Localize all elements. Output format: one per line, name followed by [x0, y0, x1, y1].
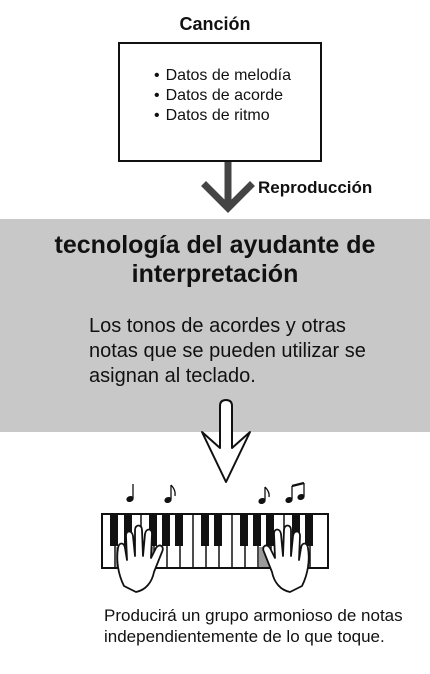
panel-description: Los tonos de acordes y otras notas que s… — [89, 315, 366, 387]
hands-icon — [116, 524, 310, 593]
panel-heading: tecnología del ayudante de interpretació… — [0, 231, 430, 289]
result-description: Producirá un grupo armonioso de notas in… — [104, 606, 403, 646]
song-data-item-melody: Datos de melodía — [154, 66, 291, 86]
song-title: Canción — [179, 14, 251, 34]
keyboard-keys — [101, 513, 329, 569]
assistant-technology-panel: tecnología del ayudante de interpretació… — [0, 219, 430, 432]
playback-label: Reproducción — [258, 178, 373, 197]
song-data-item-chord: Datos de acorde — [154, 86, 291, 106]
music-notes-icon — [126, 481, 305, 505]
song-data-box: Datos de melodía Datos de acorde Datos d… — [118, 42, 322, 162]
panel-heading-line-2: interpretación — [131, 260, 299, 288]
song-data-item-rhythm: Datos de ritmo — [154, 106, 291, 126]
song-data-list: Datos de melodía Datos de acorde Datos d… — [154, 66, 291, 126]
panel-heading-line-1: tecnología del ayudante de — [54, 231, 376, 259]
